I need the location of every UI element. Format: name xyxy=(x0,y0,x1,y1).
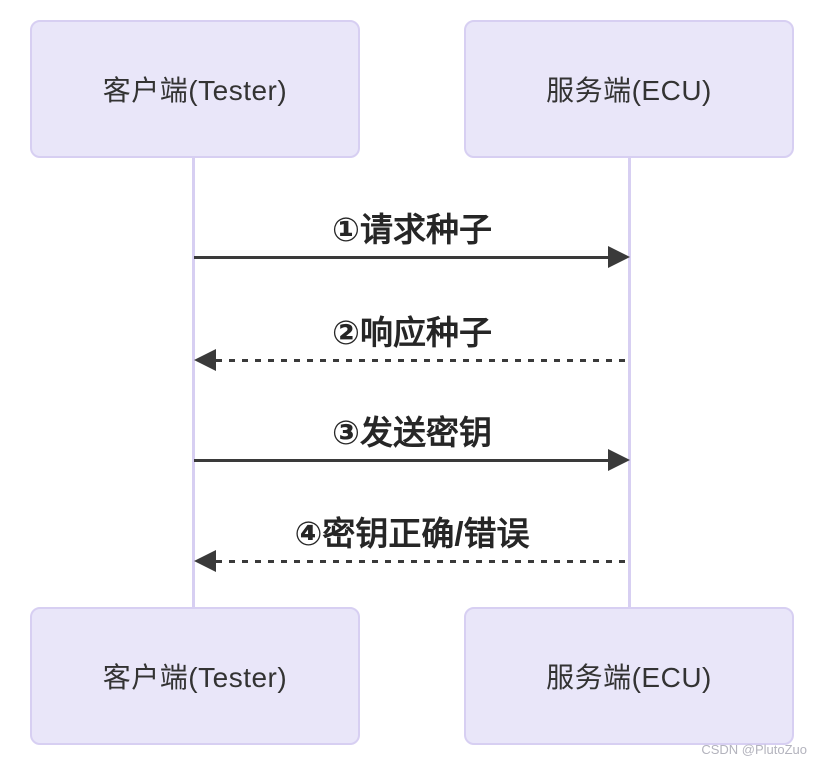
message-4-label: ④密钥正确/错误 xyxy=(294,515,530,552)
actor-box-ecu-top: 服务端(ECU) xyxy=(464,20,794,158)
watermark: CSDN @PlutoZuo xyxy=(701,742,807,757)
lifeline-tester xyxy=(192,158,195,607)
arrowhead-right-icon xyxy=(608,449,630,471)
actor-label-ecu-bottom: 服务端(ECU) xyxy=(546,662,712,693)
arrowhead-right-icon xyxy=(608,246,630,268)
actor-label-tester-top: 客户端(Tester) xyxy=(102,75,288,106)
actor-box-ecu-bottom: 服务端(ECU) xyxy=(464,607,794,745)
actor-label-ecu-top: 服务端(ECU) xyxy=(546,75,712,106)
message-2-label: ②响应种子 xyxy=(332,314,492,351)
actor-box-tester-bottom: 客户端(Tester) xyxy=(30,607,360,745)
arrowhead-left-icon xyxy=(194,349,216,371)
actor-label-tester-bottom: 客户端(Tester) xyxy=(102,662,288,693)
message-3-label: ③发送密钥 xyxy=(332,414,492,451)
arrowhead-left-icon xyxy=(194,550,216,572)
lifeline-ecu xyxy=(628,158,631,607)
message-1-line xyxy=(194,256,610,259)
actor-box-tester-top: 客户端(Tester) xyxy=(30,20,360,158)
message-1-label: ①请求种子 xyxy=(332,211,492,248)
message-3-line xyxy=(194,459,610,462)
message-4-line xyxy=(216,560,629,563)
message-2-line xyxy=(216,359,629,362)
